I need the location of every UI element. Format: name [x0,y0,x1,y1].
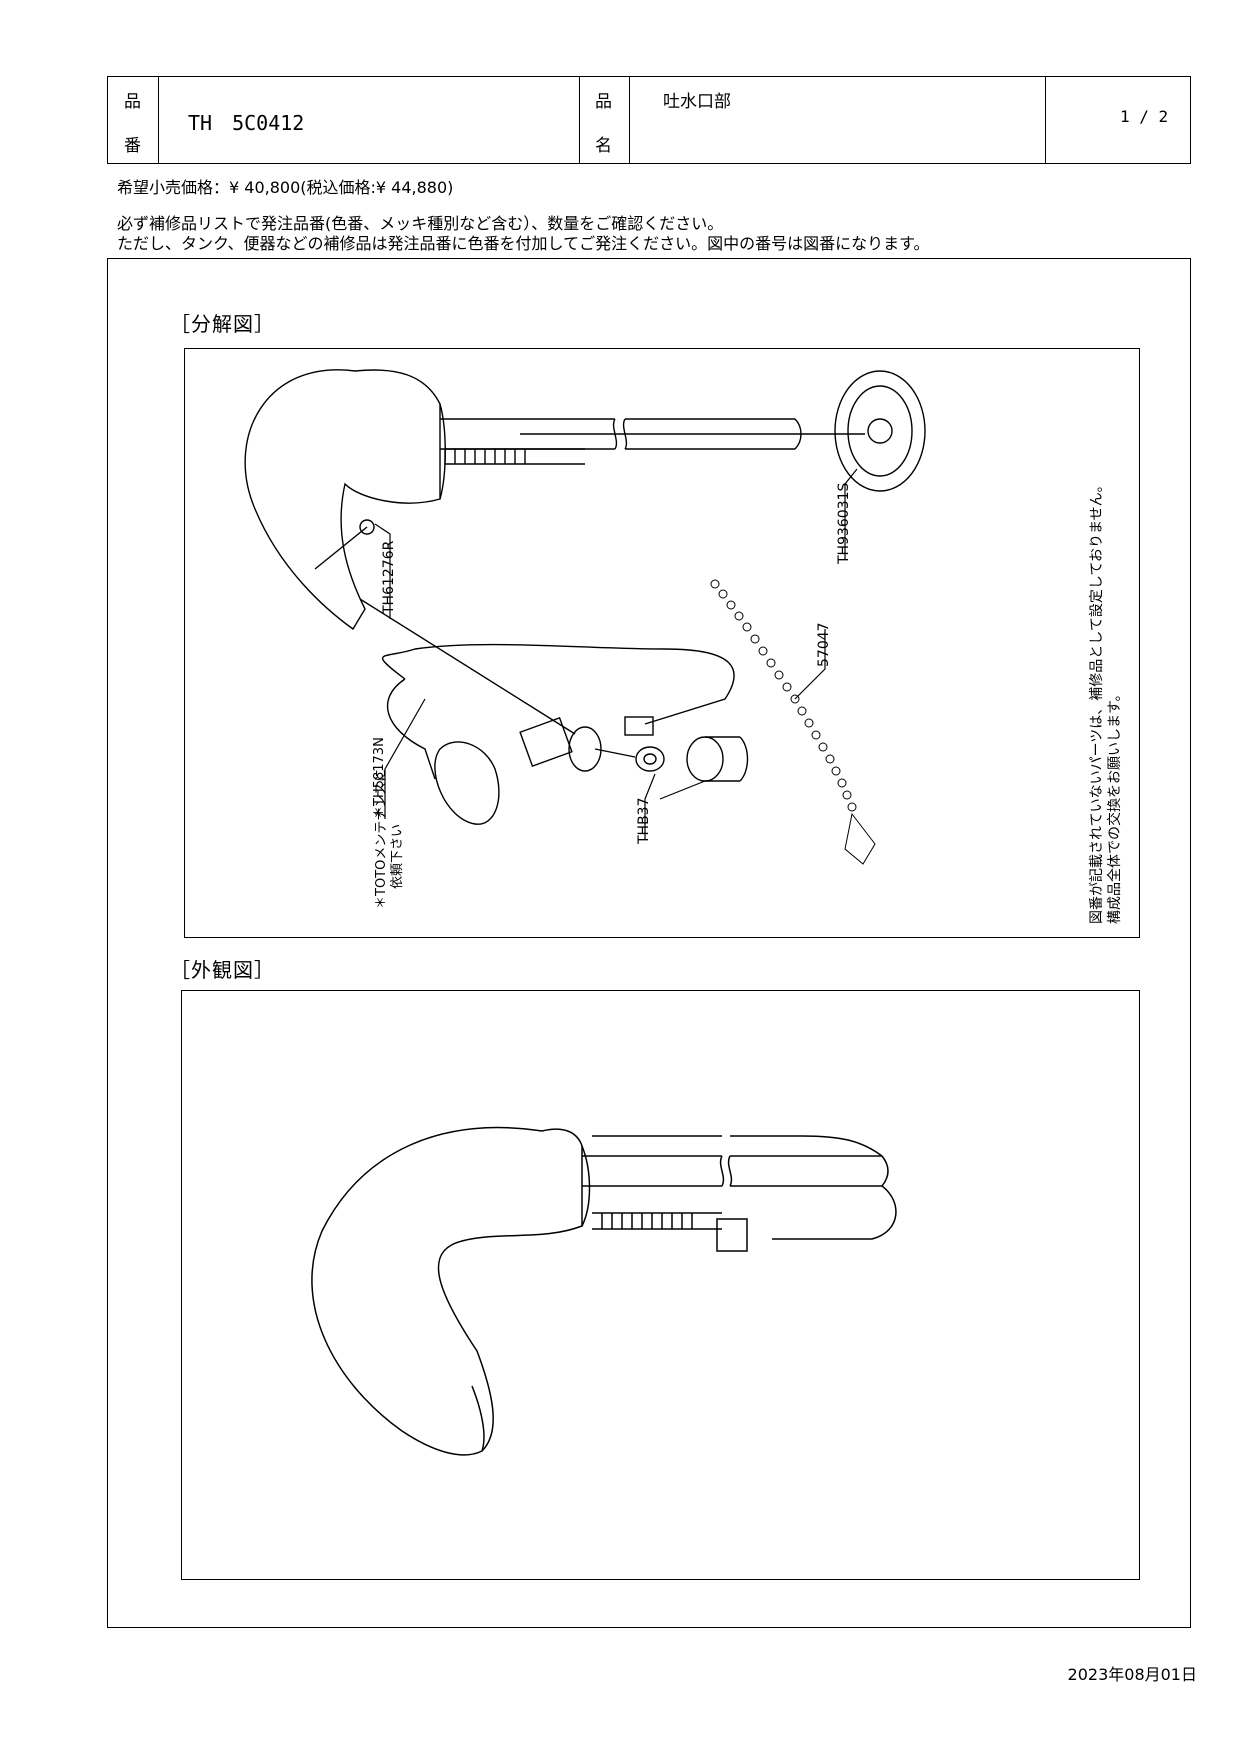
screw [359,519,375,535]
notice-line: ただし、タンク、便器などの補修品は発注品番に色番を付加してご発注ください。図中の… [117,234,930,253]
part-no-label: 番 [124,136,141,156]
sensor-pod [434,741,500,825]
callout-th58173n: ＊TH58173N [372,737,387,819]
callout-toto-1: ＊TOTOメンテナンスに [374,769,389,909]
header-table: 品 番 TH 5C0412 品 名 吐水口部 1 / 2 [107,76,1191,164]
part-name-label: 品 [595,92,612,112]
callout-toto-2: 依頼下さい [390,824,405,889]
side-note: 図番が記載されていないパーツは、補修品として設定しておりません。 [1088,478,1105,924]
aerator [686,736,724,782]
exploded-drawing: TH936031S TH61276R ＊TH58173N ＊TOTOメンテナンス… [244,369,1123,924]
spout-body [311,1126,583,1456]
part-name-label: 名 [595,136,612,156]
washer [635,746,665,772]
part-no-label: 品 [124,92,141,112]
exploded-view-label: ［分解図］ [170,312,275,336]
threaded-shaft [592,1212,722,1230]
notice-line: 必ず補修品リストで発注品番(色番、メッキ種別など含む）、数量をご確認ください。 [117,214,724,233]
page-number: 1 / 2 [1120,107,1169,126]
header-divider [579,77,580,163]
connector [624,716,654,736]
escutcheon-plate [834,370,926,492]
callout-th936031s: TH936031S [836,482,852,565]
spout-body [244,369,441,631]
tube [440,418,795,450]
part-number: TH 5C0412 [188,111,305,135]
appearance-view-label: ［外観図］ [170,958,275,982]
appearance-view [181,990,1140,1580]
callout-th61276r: TH61276R [381,540,397,615]
callout-thb37: THB37 [636,798,652,846]
callout-57047: 57047 [816,622,832,667]
part-name: 吐水口部 [663,92,731,112]
side-note: 構成品全体での交換をお願いします。 [1106,687,1123,924]
drawing-frame [107,258,1191,1628]
bead-chain [710,579,876,865]
appearance-drawing [311,1126,897,1456]
valve-body [519,717,573,767]
price-line: 希望小売価格：¥ 40,800(税込価格:¥ 44,880) [117,178,454,197]
tube [582,1155,882,1187]
sensor-cable [772,1185,897,1240]
header-divider [158,77,159,163]
connector [716,1218,748,1252]
header-divider [629,77,630,163]
exploded-view: TH936031S TH61276R ＊TH58173N ＊TOTOメンテナンス… [184,348,1140,938]
issue-date: 2023年08月01日 [1067,1665,1197,1684]
header-divider [1045,77,1046,163]
sensor-cable [382,643,735,725]
